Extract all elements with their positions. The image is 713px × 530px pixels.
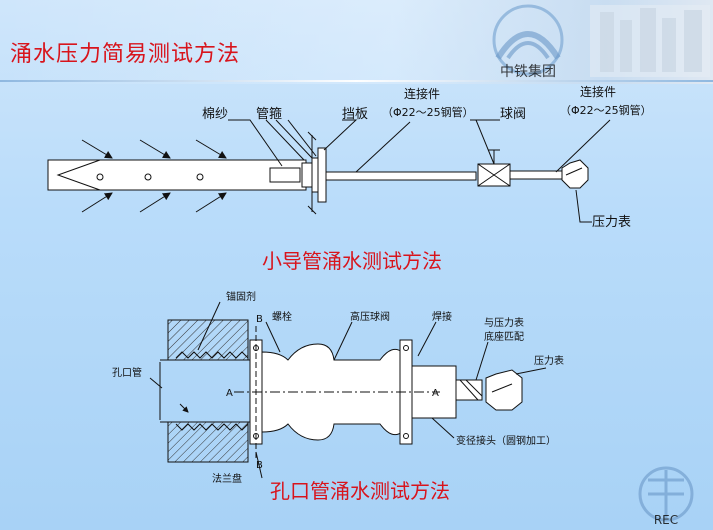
diagram-small-conduit bbox=[47, 119, 611, 223]
connector-pipe-1 bbox=[325, 171, 477, 181]
label-match-gauge-2: 底座匹配 bbox=[484, 330, 524, 343]
label-hp-ball-valve: 高压球阀 bbox=[350, 310, 390, 323]
hole bbox=[144, 173, 152, 181]
label-bolt: 螺栓 bbox=[272, 310, 292, 323]
anchor-layer-top bbox=[175, 351, 249, 359]
company-logo: 中铁集团 bbox=[492, 4, 710, 80]
label-orifice-pipe: 孔口管 bbox=[112, 366, 142, 379]
diagram-orifice-pipe bbox=[149, 301, 547, 479]
anchor-layer-bottom bbox=[175, 423, 249, 431]
label-section-a-left: A bbox=[226, 388, 233, 399]
corner-logo-text: REC bbox=[654, 513, 678, 527]
label-pressure-gauge: 压力表 bbox=[592, 215, 631, 230]
label-connector2: 连接件 bbox=[580, 84, 616, 99]
pressure-gauge bbox=[561, 159, 589, 189]
label-welding: 焊接 bbox=[432, 310, 452, 323]
label-anchor-agent: 锚固剂 bbox=[226, 290, 256, 303]
pipe-clamp bbox=[301, 162, 313, 188]
label-connector2-spec: （Φ22～25钢管） bbox=[560, 103, 652, 117]
conduit-tip bbox=[56, 159, 101, 191]
label-ball-valve: 球阀 bbox=[500, 107, 526, 122]
label-cotton-yarn: 棉纱 bbox=[202, 107, 228, 122]
water-arrows bbox=[81, 139, 227, 213]
hole bbox=[96, 173, 104, 181]
label-reducer: 变径接头（圆钢加工） bbox=[456, 434, 556, 447]
diagram1-labels: 棉纱 管箍 挡板 连接件 （Φ22～25钢管） 球阀 连接件 （Φ22～25钢管… bbox=[202, 84, 652, 273]
label-section-a-right: A bbox=[432, 388, 439, 399]
label-match-gauge-1: 与压力表 bbox=[484, 316, 524, 329]
label-baffle: 挡板 bbox=[342, 107, 368, 122]
label-section-b-bottom: B bbox=[256, 460, 263, 471]
header-rule bbox=[0, 80, 713, 82]
diagram2-labels: 锚固剂 B 螺栓 高压球阀 焊接 与压力表 底座匹配 压力表 孔口管 A A 变… bbox=[112, 290, 564, 503]
label-pipe-clamp: 管箍 bbox=[256, 106, 282, 122]
baffle bbox=[317, 147, 327, 203]
label-flange: 法兰盘 bbox=[212, 472, 242, 485]
corner-logo: REC bbox=[638, 466, 694, 527]
connector-pipe-2 bbox=[509, 170, 563, 180]
label-section-b-top: B bbox=[256, 314, 263, 325]
pressure-gauge-2 bbox=[485, 369, 523, 411]
hole bbox=[196, 173, 204, 181]
label-connector1-spec: （Φ22～25钢管） bbox=[382, 105, 474, 119]
label-pressure-gauge-2: 压力表 bbox=[534, 354, 564, 367]
caption-small-conduit: 小导管涌水测试方法 bbox=[262, 249, 442, 273]
logo-text: 中铁集团 bbox=[500, 63, 556, 80]
caption-orifice-pipe: 孔口管涌水测试方法 bbox=[270, 479, 450, 503]
label-connector1: 连接件 bbox=[404, 86, 440, 101]
page-title: 涌水压力简易测试方法 bbox=[10, 42, 241, 67]
